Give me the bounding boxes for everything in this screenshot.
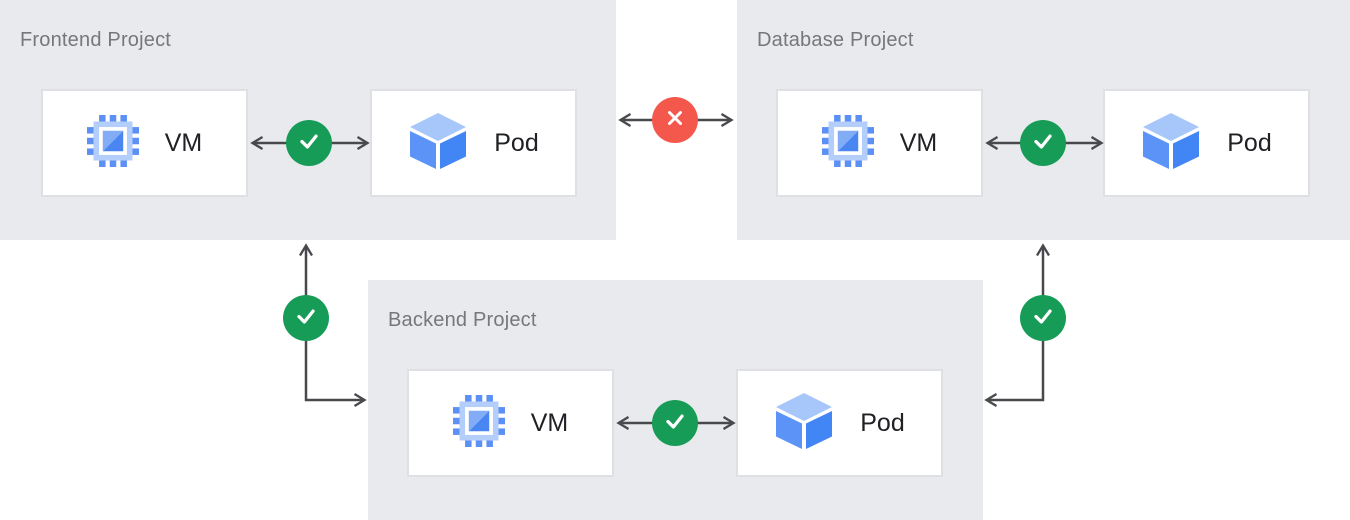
panel-title: Backend Project (388, 309, 537, 331)
status-allowed-badge (283, 295, 329, 341)
compute-vm-icon (452, 394, 505, 452)
node-label: VM (530, 408, 569, 437)
check-icon (1030, 303, 1056, 334)
panel-backend-project: Backend Project VM (368, 280, 983, 520)
status-allowed-badge (1020, 295, 1066, 341)
node-backend-pod: Pod (736, 369, 943, 477)
panel-frontend-project: Frontend Project VM (0, 0, 616, 240)
compute-vm-icon (821, 114, 874, 172)
status-allowed-badge (286, 120, 332, 166)
node-database-pod: Pod (1103, 89, 1310, 197)
check-icon (293, 303, 319, 334)
node-database-vm: VM (776, 89, 983, 197)
node-label: Pod (860, 408, 905, 437)
node-backend-vm: VM (407, 369, 614, 477)
node-frontend-pod: Pod (370, 89, 577, 197)
check-icon (662, 408, 688, 439)
pod-cube-icon (774, 392, 834, 455)
node-frontend-vm: VM (41, 89, 248, 197)
node-label: VM (899, 128, 938, 157)
x-icon (663, 106, 687, 135)
node-label: Pod (1227, 128, 1272, 157)
node-label: Pod (494, 128, 539, 157)
check-icon (1030, 128, 1056, 159)
compute-vm-icon (86, 114, 139, 172)
panel-title: Database Project (757, 29, 914, 51)
node-label: VM (164, 128, 203, 157)
pod-cube-icon (408, 112, 468, 175)
pod-cube-icon (1141, 112, 1201, 175)
check-icon (296, 128, 322, 159)
status-allowed-badge (652, 400, 698, 446)
status-blocked-badge (652, 97, 698, 143)
panel-title: Frontend Project (20, 29, 172, 51)
status-allowed-badge (1020, 120, 1066, 166)
